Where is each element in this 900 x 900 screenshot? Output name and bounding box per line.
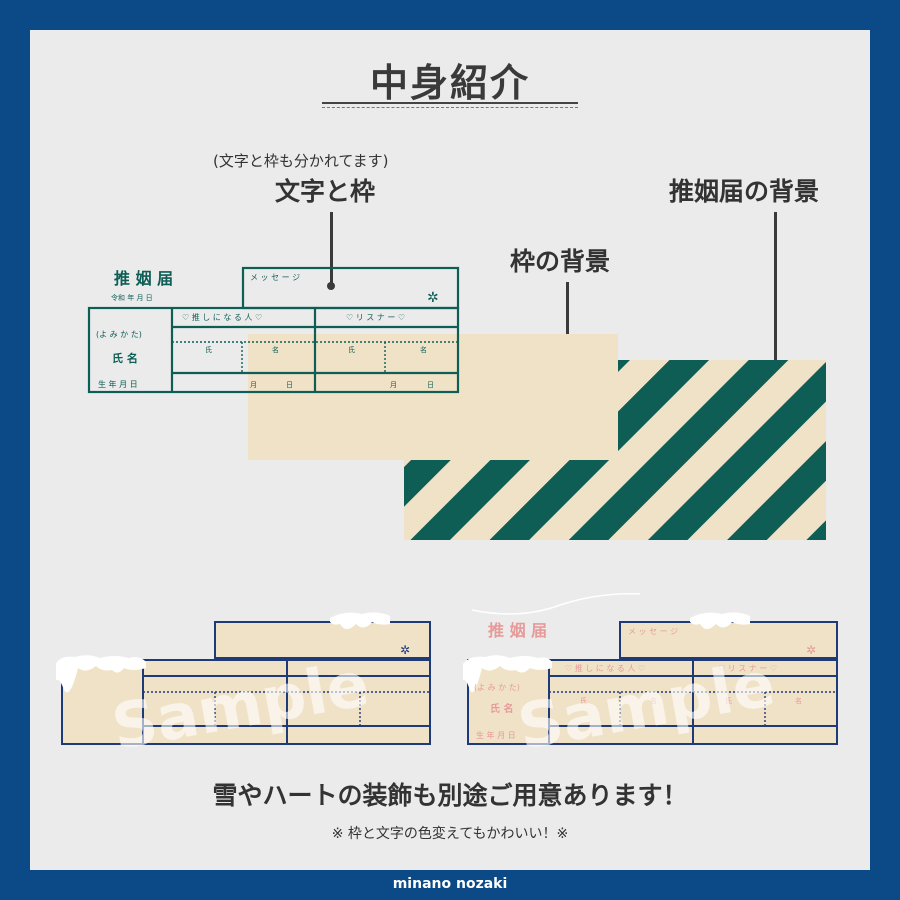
form-heading: 推 姻 届 bbox=[114, 269, 173, 288]
snowflake-icon: ✲ bbox=[427, 290, 439, 306]
sample-shi-2: 氏 bbox=[725, 696, 732, 705]
form-oshi: ♡ 推 し に な る 人 ♡ bbox=[182, 312, 262, 322]
sample-right: 推 姻 届 メ ッ セ ー ジ ♡ 推 し に な る 人 ♡ ♡ リ ス ナ … bbox=[463, 593, 838, 745]
footer-main: 雪やハートの装飾も別途ご用意あります！ bbox=[212, 781, 688, 810]
sample-message: メ ッ セ ー ジ bbox=[628, 627, 678, 636]
form-birthday: 生 年 月 日 bbox=[98, 379, 138, 389]
form-name: 氏 名 bbox=[112, 351, 138, 365]
form-day-2: 日 bbox=[427, 381, 434, 389]
credit: minano nozaki bbox=[392, 876, 508, 892]
form-shi-2: 氏 bbox=[348, 345, 355, 354]
decorative-curve bbox=[471, 593, 641, 615]
page-title: 中身紹介 bbox=[369, 61, 530, 105]
form-listener: ♡ リ ス ナ ー ♡ bbox=[346, 313, 405, 322]
sample-shi-1: 氏 bbox=[580, 696, 587, 705]
frame-text-label: 文字と枠 bbox=[275, 177, 376, 206]
snow-decoration bbox=[463, 655, 552, 693]
snow-decoration bbox=[56, 655, 146, 693]
form-message: メ ッ セ ー ジ bbox=[250, 273, 300, 282]
form-month-2: 月 bbox=[390, 381, 397, 389]
title-underline bbox=[322, 102, 578, 104]
form-mei-1: 名 bbox=[272, 345, 279, 354]
frame-text-pointer-dot bbox=[327, 282, 335, 290]
title-underline-dashed bbox=[322, 107, 578, 108]
sample-name: 氏 名 bbox=[490, 702, 513, 715]
form-month-1: 月 bbox=[250, 381, 257, 389]
document-bg-label: 推姻届の背景 bbox=[669, 177, 820, 206]
snowflake-icon: ✲ bbox=[806, 643, 816, 657]
frame-text-pointer bbox=[330, 212, 333, 286]
sample-birthday: 生 年 月 日 bbox=[476, 730, 516, 740]
form-day-1: 日 bbox=[286, 381, 293, 389]
sample-heading: 推 姻 届 bbox=[488, 621, 547, 640]
snow-decoration bbox=[690, 612, 750, 629]
form-mei-2: 名 bbox=[420, 345, 427, 354]
sample-mei-2: 名 bbox=[795, 696, 802, 705]
frame-lines bbox=[87, 266, 460, 394]
snow-decoration bbox=[330, 612, 390, 629]
frame-bg-pointer bbox=[566, 282, 569, 350]
sample-oshi: ♡ 推 し に な る 人 ♡ bbox=[565, 663, 645, 673]
snowflake-icon: ✲ bbox=[400, 643, 410, 657]
sample-yomikata: (よ み か た) bbox=[474, 683, 520, 692]
sample-listener: ♡ リ ス ナ ー ♡ bbox=[718, 664, 777, 673]
frame-note-label: (文字と枠も分かれてます) bbox=[213, 152, 389, 170]
form-yomikata: (よ み か た) bbox=[96, 330, 142, 339]
frame-background bbox=[248, 334, 618, 460]
form-shi-1: 氏 bbox=[205, 345, 212, 354]
footer-sub: ※ 枠と文字の色変えてもかわいい！※ bbox=[331, 826, 569, 842]
document-bg-pointer bbox=[774, 212, 777, 420]
form-date: 令和 年 月 日 bbox=[111, 293, 153, 302]
sample-mei-1: 名 bbox=[650, 696, 657, 705]
frame-bg-label: 枠の背景 bbox=[510, 247, 611, 276]
sample-left: ✲ bbox=[56, 612, 431, 745]
